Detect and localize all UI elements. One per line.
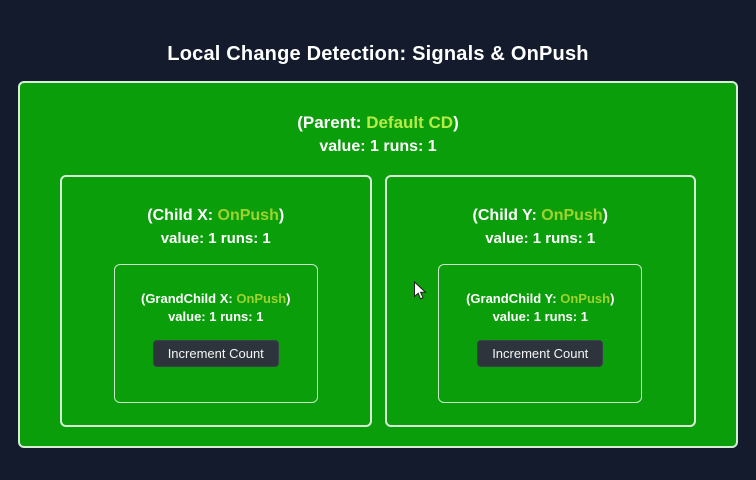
child-x-label: (Child X: OnPush) bbox=[62, 205, 370, 227]
parent-cd-strategy: Default CD bbox=[366, 113, 454, 132]
child-x-label-suffix: ) bbox=[278, 207, 285, 224]
child-x-stats: value: 1 runs: 1 bbox=[160, 230, 271, 247]
child-x-panel: (Child X: OnPush) value: 1 runs: 1 (Gran… bbox=[60, 175, 372, 427]
child-y-stats: value: 1 runs: 1 bbox=[485, 230, 596, 247]
children-row: (Child X: OnPush) value: 1 runs: 1 (Gran… bbox=[20, 175, 736, 427]
grandchild-y-stats: value: 1 runs: 1 bbox=[492, 309, 588, 324]
child-y-panel: (Child Y: OnPush) value: 1 runs: 1 (Gran… bbox=[384, 175, 696, 427]
grandchild-x-label: (GrandChild X: OnPush) bbox=[115, 291, 317, 306]
child-y-label-suffix: ) bbox=[602, 207, 608, 224]
grandchild-y-label-prefix: (GrandChild Y: bbox=[466, 291, 561, 306]
grandchild-x-cd-strategy: OnPush bbox=[236, 291, 287, 306]
grandchild-y-label: (GrandChild Y: OnPush) bbox=[439, 291, 641, 306]
grandchild-x-stats: value: 1 runs: 1 bbox=[168, 309, 264, 324]
child-x-label-prefix: (Child X: bbox=[147, 207, 218, 224]
parent-label-prefix: (Parent: bbox=[297, 113, 367, 132]
increment-count-button-y[interactable]: Increment Count bbox=[477, 340, 604, 367]
parent-stats: value: 1 runs: 1 bbox=[319, 138, 437, 155]
increment-count-button-x[interactable]: Increment Count bbox=[152, 340, 279, 367]
grandchild-x-label-prefix: (GrandChild X: bbox=[140, 291, 237, 306]
parent-label: (Parent: Default CD) bbox=[20, 111, 736, 134]
grandchild-y-cd-strategy: OnPush bbox=[560, 291, 611, 306]
grandchild-y-label-suffix: ) bbox=[610, 291, 615, 306]
child-y-cd-strategy: OnPush bbox=[541, 207, 603, 224]
grandchild-x-label-suffix: ) bbox=[286, 291, 291, 306]
parent-component-panel: (Parent: Default CD) value: 1 runs: 1 (C… bbox=[18, 81, 738, 448]
parent-label-suffix: ) bbox=[453, 113, 459, 132]
child-y-label: (Child Y: OnPush) bbox=[387, 205, 695, 227]
grandchild-x-panel: (GrandChild X: OnPush) value: 1 runs: 1 … bbox=[113, 264, 318, 403]
child-y-label-prefix: (Child Y: bbox=[472, 207, 542, 224]
child-x-cd-strategy: OnPush bbox=[217, 207, 279, 224]
grandchild-y-panel: (GrandChild Y: OnPush) value: 1 runs: 1 … bbox=[438, 264, 643, 403]
page-title: Local Change Detection: Signals & OnPush bbox=[167, 43, 589, 65]
